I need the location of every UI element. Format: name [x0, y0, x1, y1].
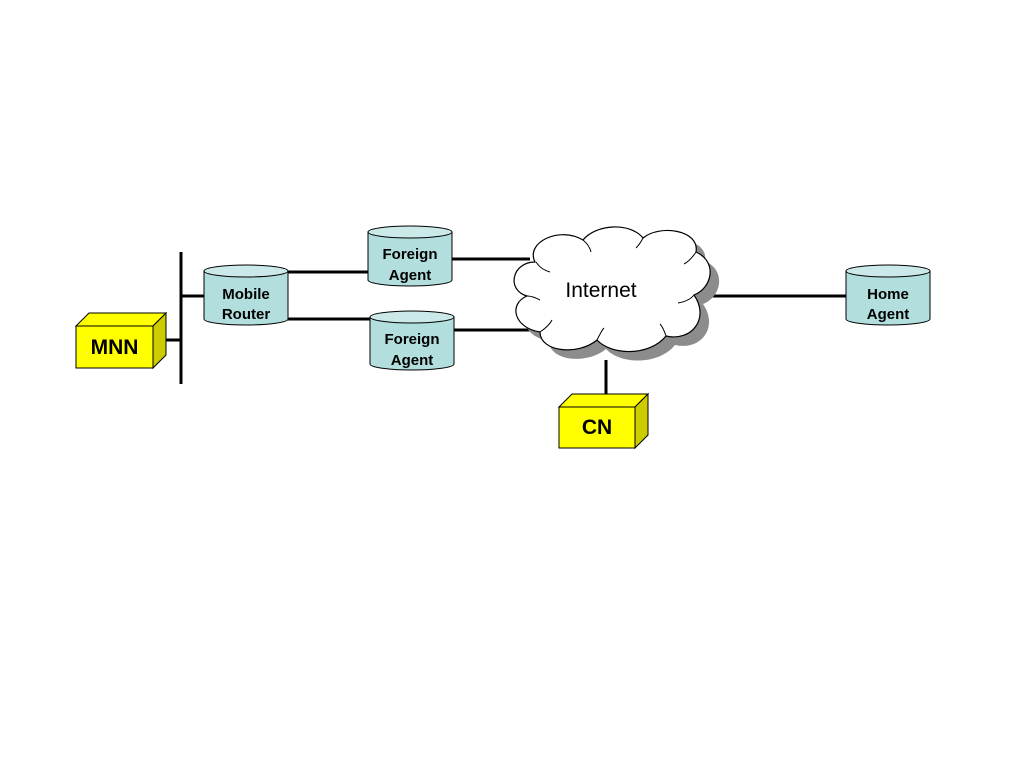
- home-agent-cap: [845, 264, 931, 278]
- mobile-router-node: Mobile Router: [203, 264, 289, 326]
- cloud-arc: [582, 239, 592, 253]
- mnn-front-face: [75, 325, 154, 369]
- cloud-arc: [683, 251, 697, 265]
- cn-top-face: [557, 393, 650, 408]
- router-top: [203, 264, 289, 278]
- fa-top-body: [367, 231, 453, 287]
- cloud-arc: [677, 294, 695, 304]
- home-agent-label-line2: Agent: [867, 306, 910, 323]
- mnn-top-face: [74, 312, 168, 327]
- fa-top-cap: [367, 225, 453, 239]
- cloud-arc: [635, 237, 644, 249]
- foreign-agent-top-node: Foreign Agent: [367, 225, 453, 287]
- cloud-arc: [596, 327, 605, 341]
- mnn-node: MNN: [74, 311, 168, 370]
- home-agent-label-line1: Home: [867, 286, 909, 303]
- cloud-arc: [659, 323, 667, 337]
- cloud-arc: [526, 295, 541, 301]
- router-body: [203, 270, 289, 326]
- fa-bottom-label-line1: Foreign: [385, 331, 440, 348]
- fa-top-label-line1: Foreign: [383, 246, 438, 263]
- cn-label: CN: [582, 416, 612, 439]
- router-label-line2: Router: [222, 306, 270, 323]
- cn-node: CN: [557, 392, 650, 450]
- cloud-body: [513, 226, 711, 353]
- fa-top-label-line2: Agent: [389, 267, 432, 284]
- home-agent-node: Home Agent: [845, 264, 931, 326]
- fa-bottom-cap: [369, 310, 455, 324]
- cloud-arc: [535, 261, 551, 273]
- cn-front-face: [558, 406, 636, 449]
- router-label-line1: Mobile: [222, 286, 270, 303]
- foreign-agent-bottom-node: Foreign Agent: [369, 310, 455, 371]
- internet-cloud: Internet: [513, 226, 720, 361]
- home-agent-body: [845, 270, 931, 326]
- mnn-label: MNN: [91, 336, 139, 359]
- fa-bottom-label-line2: Agent: [391, 352, 434, 369]
- cloud-arc: [539, 319, 553, 333]
- fa-bottom-body: [369, 316, 455, 371]
- internet-label: Internet: [565, 279, 636, 302]
- links: [166, 252, 848, 395]
